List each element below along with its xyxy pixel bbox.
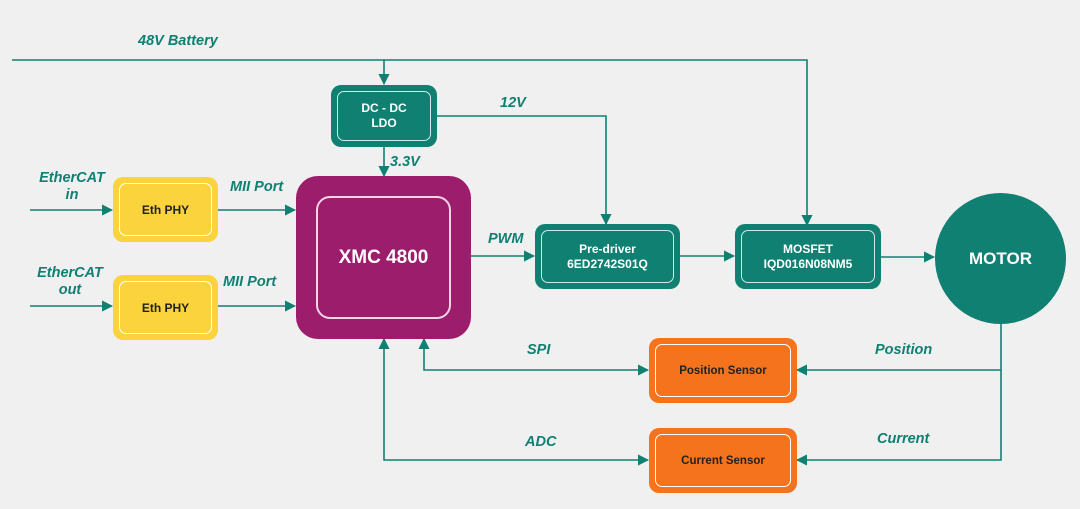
v12-label: 12V — [500, 95, 526, 111]
position-sensor-label: Position Sensor — [679, 364, 767, 377]
current-sensor-label: Current Sensor — [681, 454, 765, 467]
mosfet-part-label: IQD016N08NM5 — [763, 256, 853, 271]
ethercat-out-line1: EtherCAT — [37, 265, 103, 281]
ethercat-in-line1: EtherCAT — [39, 170, 105, 186]
ethercat-out-line2: out — [58, 282, 82, 298]
eth-phy-top-label: Eth PHY — [141, 202, 190, 217]
predriver-label: Pre-driver — [579, 241, 636, 256]
battery-label: 48V Battery — [138, 33, 218, 49]
eth-phy-bottom-label: Eth PHY — [141, 300, 190, 315]
v33-label: 3.3V — [390, 154, 420, 170]
position-label: Position — [875, 342, 933, 358]
predriver-block: Pre-driver 6ED2742S01Q — [535, 224, 680, 289]
xmc4800-block: XMC 4800 — [296, 176, 471, 339]
adc-label: ADC — [525, 434, 557, 450]
motor-feedback-line — [795, 322, 1002, 466]
motor-block: MOTOR — [935, 193, 1066, 324]
current-sensor-block: Current Sensor — [649, 428, 797, 493]
adc-line — [378, 337, 650, 466]
pwm-label: PWM — [488, 231, 524, 247]
ldo-label: LDO — [371, 116, 397, 130]
v12-line — [437, 115, 612, 226]
eth-phy-top-block: Eth PHY — [113, 177, 218, 242]
spi-label: SPI — [527, 342, 551, 358]
motor-label: MOTOR — [969, 248, 1032, 268]
ethercat-in-label: EtherCAT in — [34, 170, 110, 204]
mosfet-block: MOSFET IQD016N08NM5 — [735, 224, 881, 289]
predriver-part-label: 6ED2742S01Q — [567, 256, 648, 271]
battery-bus-line — [12, 59, 813, 227]
ethercat-in-line2: in — [65, 187, 79, 203]
mii-bottom-label: MII Port — [223, 274, 277, 290]
dcdc-ldo-block: DC - DC LDO — [331, 85, 437, 147]
mii-top-label: MII Port — [230, 179, 284, 195]
eth-phy-bottom-block: Eth PHY — [113, 275, 218, 340]
current-label: Current — [877, 431, 930, 447]
mosfet-label: MOSFET — [783, 241, 833, 256]
ethercat-out-label: EtherCAT out — [30, 265, 110, 299]
position-sensor-block: Position Sensor — [649, 338, 797, 403]
dcdc-label: DC - DC — [361, 101, 407, 115]
xmc4800-label: XMC 4800 — [338, 246, 429, 268]
